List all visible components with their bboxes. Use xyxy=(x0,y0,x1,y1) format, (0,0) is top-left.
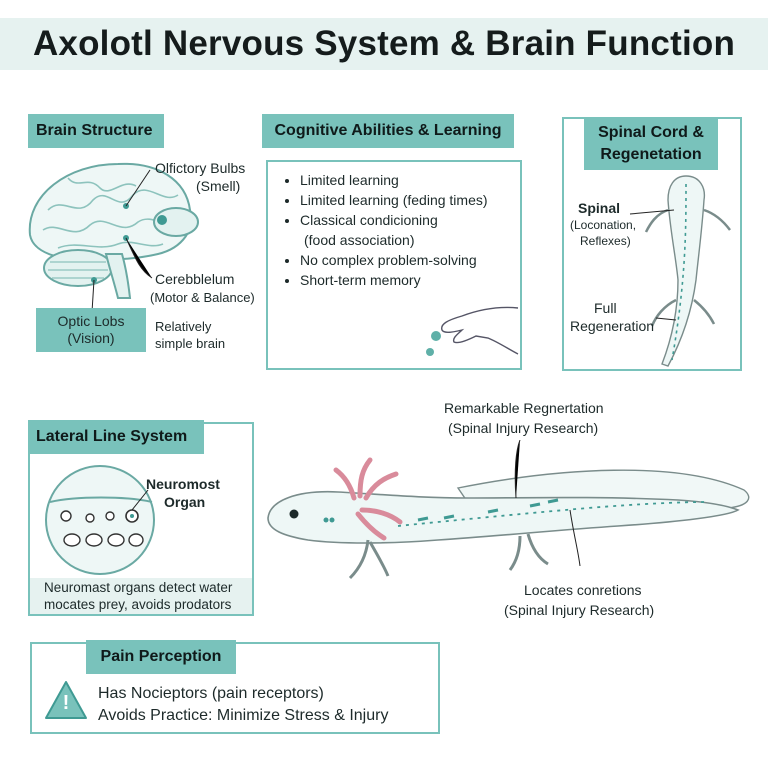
warning-icon xyxy=(45,681,87,719)
list-item: Short-term memory xyxy=(300,270,518,290)
cerebellum-label: Cerebblelum xyxy=(155,271,235,287)
simple-brain-label-2: simple brain xyxy=(155,336,226,351)
pain-line-2: Avoids Practice: Minimize Stress & Injur… xyxy=(98,707,389,724)
hand-feeding-icon xyxy=(426,306,519,356)
simple-brain-label-1: Relatively xyxy=(155,319,212,334)
title-banner xyxy=(0,18,768,70)
spinal-sub-label-2: Reflexes) xyxy=(580,234,631,248)
axolotl-sideview-illustration xyxy=(267,440,750,580)
list-item: Classical condicioning (food association) xyxy=(300,210,518,250)
regeneration-label-1: Remarkable Regnertation xyxy=(444,400,604,416)
spinal-tag-line-1: Spinal Cord & xyxy=(598,124,704,141)
spinal-sub-label-1: (Loconation, xyxy=(570,218,637,232)
optic-label: Optic Lobs xyxy=(57,313,125,329)
brain-illustration xyxy=(28,162,199,313)
neuromast-illustration xyxy=(45,465,155,575)
page-title: Axolotl Nervous System & Brain Function xyxy=(32,24,736,63)
spinal-tag-line-2: Regenetation xyxy=(600,146,702,163)
cognitive-tag: Cognitive Abilities & Learning xyxy=(262,114,514,148)
pain-tag: Pain Perception xyxy=(86,640,236,674)
neuromost-label-2: Organ xyxy=(164,494,206,510)
locates-label-2: (Spinal Injury Research) xyxy=(504,602,655,618)
lateral-caption-bar: Neuromast organs detect water mocates pr… xyxy=(30,578,252,614)
brain-structure-tag: Brain Structure xyxy=(28,114,164,148)
locates-label-1: Locates conretions xyxy=(524,582,642,598)
full-regeneration-label-2: Regeneration xyxy=(570,318,655,334)
axolotl-topview-illustration xyxy=(629,175,731,367)
lateral-caption-1: Neuromast organs detect water xyxy=(44,580,233,595)
cognitive-list: Limited learning Limited learning (fedin… xyxy=(282,170,518,290)
list-item: No complex problem-solving xyxy=(300,250,518,270)
list-item-sub: (food association) xyxy=(304,232,415,248)
optic-lobes-box: Optic Lobs (Vision) xyxy=(36,308,146,352)
list-item: Limited learning (feding times) xyxy=(300,190,518,210)
lateral-line-tag: Lateral Line System xyxy=(28,420,204,454)
olfactory-label: Olfictory Bulbs xyxy=(155,160,246,176)
list-item-text: Classical condicioning xyxy=(300,212,438,228)
pain-line-1: Has Nocieptors (pain receptors) xyxy=(98,685,324,702)
cerebellum-sub-label: (Motor & Balance) xyxy=(150,290,255,305)
neuromost-label-1: Neuromost xyxy=(146,476,220,492)
spinal-label: Spinal xyxy=(578,200,621,216)
optic-sub-label: (Vision) xyxy=(67,330,115,346)
warning-symbol: ! xyxy=(62,692,70,714)
list-item: Limited learning xyxy=(300,170,518,190)
cognitive-list-wrap: Limited learning Limited learning (fedin… xyxy=(282,170,518,290)
olfactory-sub-label: (Smell) xyxy=(196,178,241,194)
lateral-caption-2: mocates prey, avoids prodators xyxy=(44,597,232,612)
full-regeneration-label-1: Full xyxy=(594,300,617,316)
spinal-tag: Spinal Cord & Regenetation xyxy=(584,118,718,170)
regeneration-label-2: (Spinal Injury Research) xyxy=(448,420,599,436)
